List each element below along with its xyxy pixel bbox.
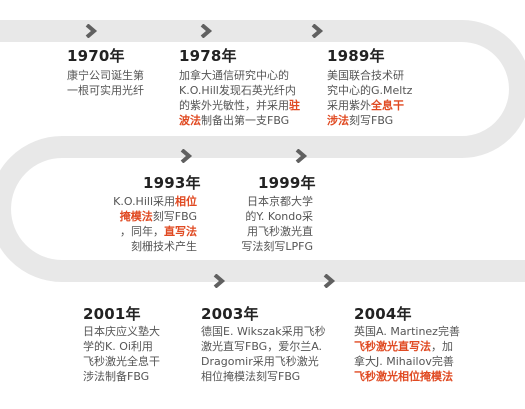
description-line: K.O.Hill发现石英光纤内 [179,83,300,98]
description-text: Dragomir采用飞秒激光 [201,355,319,368]
description-line: 掩模法刻写FBG [113,209,197,224]
description-line: 飞秒激光相位掩模法 [354,369,460,384]
chevron-right-icon [311,24,324,38]
event-year: 2004年 [354,305,412,323]
description-text: 刻写FBG [349,114,394,127]
description-text: 的Y. Kondo采 [245,210,313,223]
timeline-track-line [0,20,525,282]
description-line: 涉法制备FBG [83,369,160,384]
description-line: 日本京都大学 [241,194,313,209]
description-line: 一根可实用光纤 [67,83,144,98]
highlight-term: 波法 [179,114,201,127]
description-text: K.O.Hill发现石英光纤内 [179,84,296,97]
event-description: 日本庆应义塾大学的K. Oi利用飞秒激光全息干涉法制备FBG [83,324,160,384]
description-text: ，同年， [120,225,164,238]
event-year: 1970年 [67,47,125,65]
chevron-right-icon [213,274,226,288]
description-line: 涉法刻写FBG [327,113,412,128]
description-line: 究中心的G.Meltz [327,83,412,98]
description-text: 采用紫外 [327,99,371,112]
description-line: 的紫外光敏性，并采用驻 [179,98,300,113]
description-text: 相位掩模法刻写FBG [201,370,301,383]
highlight-term: 飞秒激光直写法 [354,340,431,353]
event-year: 1999年 [258,174,316,192]
description-line: 波法制备出第一支FBG [179,113,300,128]
highlight-term: 直写法 [164,225,197,238]
description-text: 飞秒激光全息干 [83,355,160,368]
chevron-right-icon [200,24,213,38]
description-line: K.O.Hill采用相位 [113,194,197,209]
description-line: 用飞秒激光直 [241,224,313,239]
description-text: 德国E. Wikszak采用飞秒 [201,325,326,338]
description-text: ，加 [431,340,453,353]
description-text: 英国A. Martinez完善 [354,325,460,338]
highlight-term: 掩模法 [119,210,153,223]
description-line: 飞秒激光全息干 [83,354,160,369]
event-description: 英国A. Martinez完善飞秒激光直写法，加拿大J. Mihailov完善飞… [354,324,460,384]
description-text: 美国联合技术研 [327,69,404,82]
description-line: 英国A. Martinez完善 [354,324,460,339]
highlight-term: 全息干 [371,99,404,112]
description-text: 刻栅技术产生 [131,240,197,253]
description-line: 的Y. Kondo采 [241,209,313,224]
description-line: Dragomir采用飞秒激光 [201,354,326,369]
chevron-right-icon [180,149,193,163]
description-line: ，同年，直写法 [113,224,197,239]
description-line: 激光直写FBG，爱尔兰A. [201,339,326,354]
event-year: 1989年 [327,47,385,65]
chevron-right-icon [295,149,308,163]
description-text: 用飞秒激光直 [247,225,313,238]
description-text: 拿大J. Mihailov完善 [354,355,454,368]
description-line: 日本庆应义塾大 [83,324,160,339]
highlight-term: 驻 [289,99,300,112]
description-text: 涉法制备FBG [83,370,150,383]
highlight-term: 相位 [175,195,197,208]
description-line: 加拿大通信研究中心的 [179,68,300,83]
description-line: 写法刻写LPFG [241,239,313,254]
description-line: 德国E. Wikszak采用飞秒 [201,324,326,339]
description-line: 拿大J. Mihailov完善 [354,354,460,369]
event-year: 2001年 [83,305,141,323]
event-year: 1978年 [179,47,237,65]
description-line: 飞秒激光直写法，加 [354,339,460,354]
description-line: 相位掩模法刻写FBG [201,369,326,384]
description-text: 究中心的G.Meltz [327,84,413,97]
event-description: K.O.Hill采用相位掩模法刻写FBG，同年，直写法刻栅技术产生 [113,194,197,254]
description-text: 刻写FBG [152,210,197,223]
highlight-term: 涉法 [327,114,349,127]
description-text: 日本庆应义塾大 [83,325,160,338]
description-text: 制备出第一支FBG [201,114,290,127]
description-text: 的紫外光敏性，并采用 [179,99,289,112]
highlight-term: 飞秒激光相位掩模法 [354,370,453,383]
description-text: 一根可实用光纤 [67,84,144,97]
chevron-right-icon [85,24,98,38]
description-line: 采用紫外全息干 [327,98,412,113]
description-line: 学的K. Oi利用 [83,339,160,354]
event-description: 德国E. Wikszak采用飞秒激光直写FBG，爱尔兰A. Dragomir采用飞… [201,324,326,384]
chevron-right-icon [323,274,336,288]
description-text: 激光直写FBG，爱尔兰A. [201,340,323,353]
event-year: 2003年 [201,305,259,323]
description-text: 写法刻写LPFG [241,240,313,253]
description-text: K.O.Hill采用 [113,195,175,208]
description-line: 美国联合技术研 [327,68,412,83]
event-description: 日本京都大学的Y. Kondo采用飞秒激光直写法刻写LPFG [241,194,313,254]
description-line: 刻栅技术产生 [113,239,197,254]
event-year: 1993年 [143,174,201,192]
description-text: 康宁公司诞生第 [67,69,144,82]
description-line: 康宁公司诞生第 [67,68,144,83]
description-text: 学的K. Oi利用 [83,340,153,353]
event-description: 康宁公司诞生第一根可实用光纤 [67,68,144,98]
description-text: 日本京都大学 [247,195,313,208]
description-text: 加拿大通信研究中心的 [179,69,289,82]
